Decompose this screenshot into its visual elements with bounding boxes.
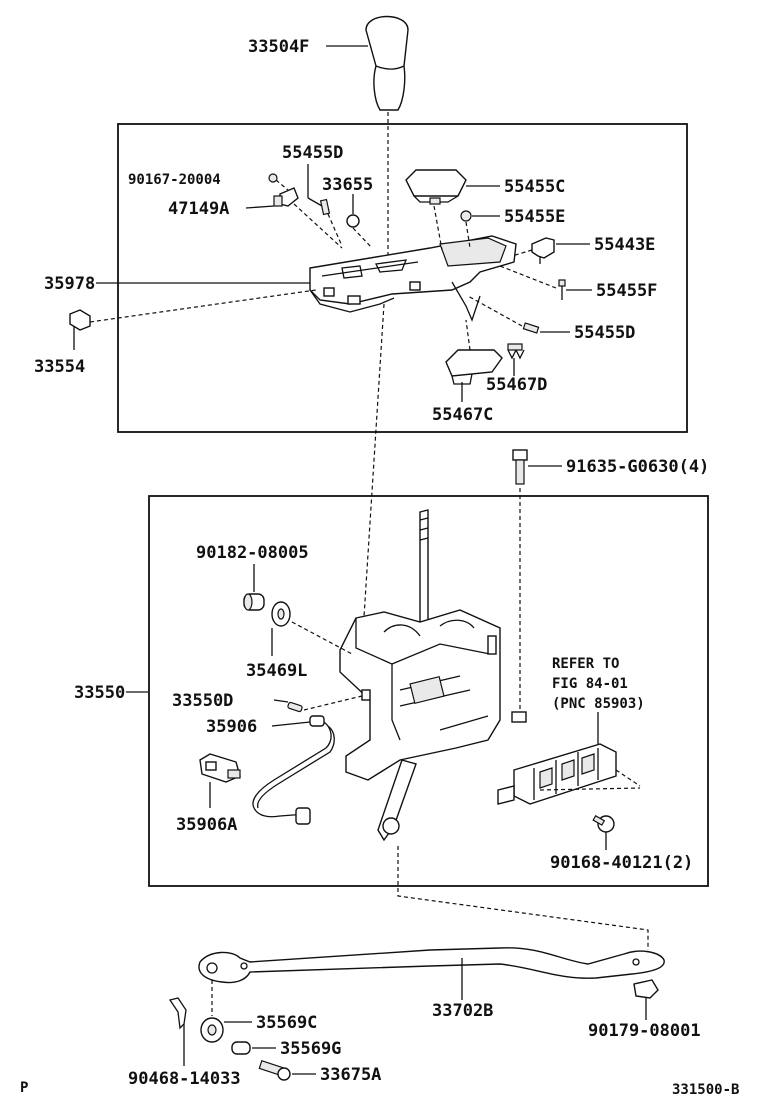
label-55443E: 55443E: [594, 235, 655, 255]
shift-lever-assembly-box: [148, 495, 709, 887]
label-33550: 33550: [74, 683, 125, 703]
bracket-55443E-icon: [531, 237, 555, 264]
bush-35569C-icon: [200, 1017, 224, 1043]
label-33504F: 33504F: [248, 37, 309, 57]
label-33702B: 33702B: [432, 1001, 493, 1021]
spring-55467D-icon: [507, 343, 525, 360]
bolt-90167-icon: [268, 173, 278, 183]
pin-33675A-icon: [258, 1060, 291, 1081]
screw-55455F-icon: [558, 279, 566, 300]
pin-55455D-bottom-icon: [522, 322, 540, 334]
label-90179-08001: 90179-08001: [588, 1021, 701, 1041]
label-55455D-top: 55455D: [282, 143, 343, 163]
bulb-socket-icon: [273, 187, 299, 207]
bush-90182-icon: [243, 593, 265, 611]
shift-position-switch-icon: [497, 743, 617, 805]
label-33550D: 33550D: [172, 691, 233, 711]
upper-assembly-box: [117, 123, 688, 433]
label-91635-G0630: 91635-G0630(4): [566, 457, 709, 477]
bolt-91635-icon: [512, 449, 528, 485]
label-33655: 33655: [322, 175, 373, 195]
shift-rod-33702B: [198, 947, 665, 984]
cover-55455C-icon: [405, 169, 467, 205]
shift-knob: [365, 15, 409, 126]
label-33675A: 33675A: [320, 1065, 381, 1085]
part-33655-icon: [346, 214, 360, 228]
label-55455D-bottom: 55455D: [574, 323, 635, 343]
label-55467C: 55467C: [432, 405, 493, 425]
label-55467D: 55467D: [486, 375, 547, 395]
shift-lever-assembly: [339, 509, 527, 842]
cable-35906-icon: [252, 715, 335, 825]
washer-35469L-icon: [271, 601, 291, 627]
label-35978: 35978: [44, 274, 95, 294]
label-90167-20004: 90167-20004: [128, 172, 221, 188]
clip-55455E-icon: [460, 210, 472, 222]
nut-90179-icon: [633, 979, 659, 999]
label-35906A: 35906A: [176, 815, 237, 835]
label-33554: 33554: [34, 357, 85, 377]
indicator-housing: [309, 235, 517, 322]
label-35569G: 35569G: [280, 1039, 341, 1059]
label-35906: 35906: [206, 717, 257, 737]
part-33554-icon: [69, 309, 91, 331]
lever-axis-dash: [361, 303, 385, 649]
label-35569C: 35569C: [256, 1013, 317, 1033]
refer-note-line2: FIG 84-01: [552, 676, 628, 692]
figure-code: 331500-B: [672, 1082, 739, 1098]
refer-note-line1: REFER TO: [552, 656, 619, 672]
label-55455C: 55455C: [504, 177, 565, 197]
bolt-90168-icon: [592, 814, 615, 833]
solenoid-35906A-icon: [199, 753, 241, 783]
pin-55455D-top-icon: [319, 198, 331, 216]
bush-35569G-icon: [231, 1041, 251, 1055]
label-47149A: 47149A: [168, 199, 229, 219]
label-35469L: 35469L: [246, 661, 307, 681]
clip-90468-icon: [168, 997, 187, 1030]
refer-note-line3: (PNC 85903): [552, 696, 645, 712]
page-marker: P: [20, 1080, 28, 1096]
label-90182-08005: 90182-08005: [196, 543, 309, 563]
label-90168-40121: 90168-40121(2): [550, 853, 693, 873]
label-55455E: 55455E: [504, 207, 565, 227]
pin-33550D-icon: [287, 701, 303, 713]
label-55455F: 55455F: [596, 281, 657, 301]
label-90468-14033: 90468-14033: [128, 1069, 241, 1089]
